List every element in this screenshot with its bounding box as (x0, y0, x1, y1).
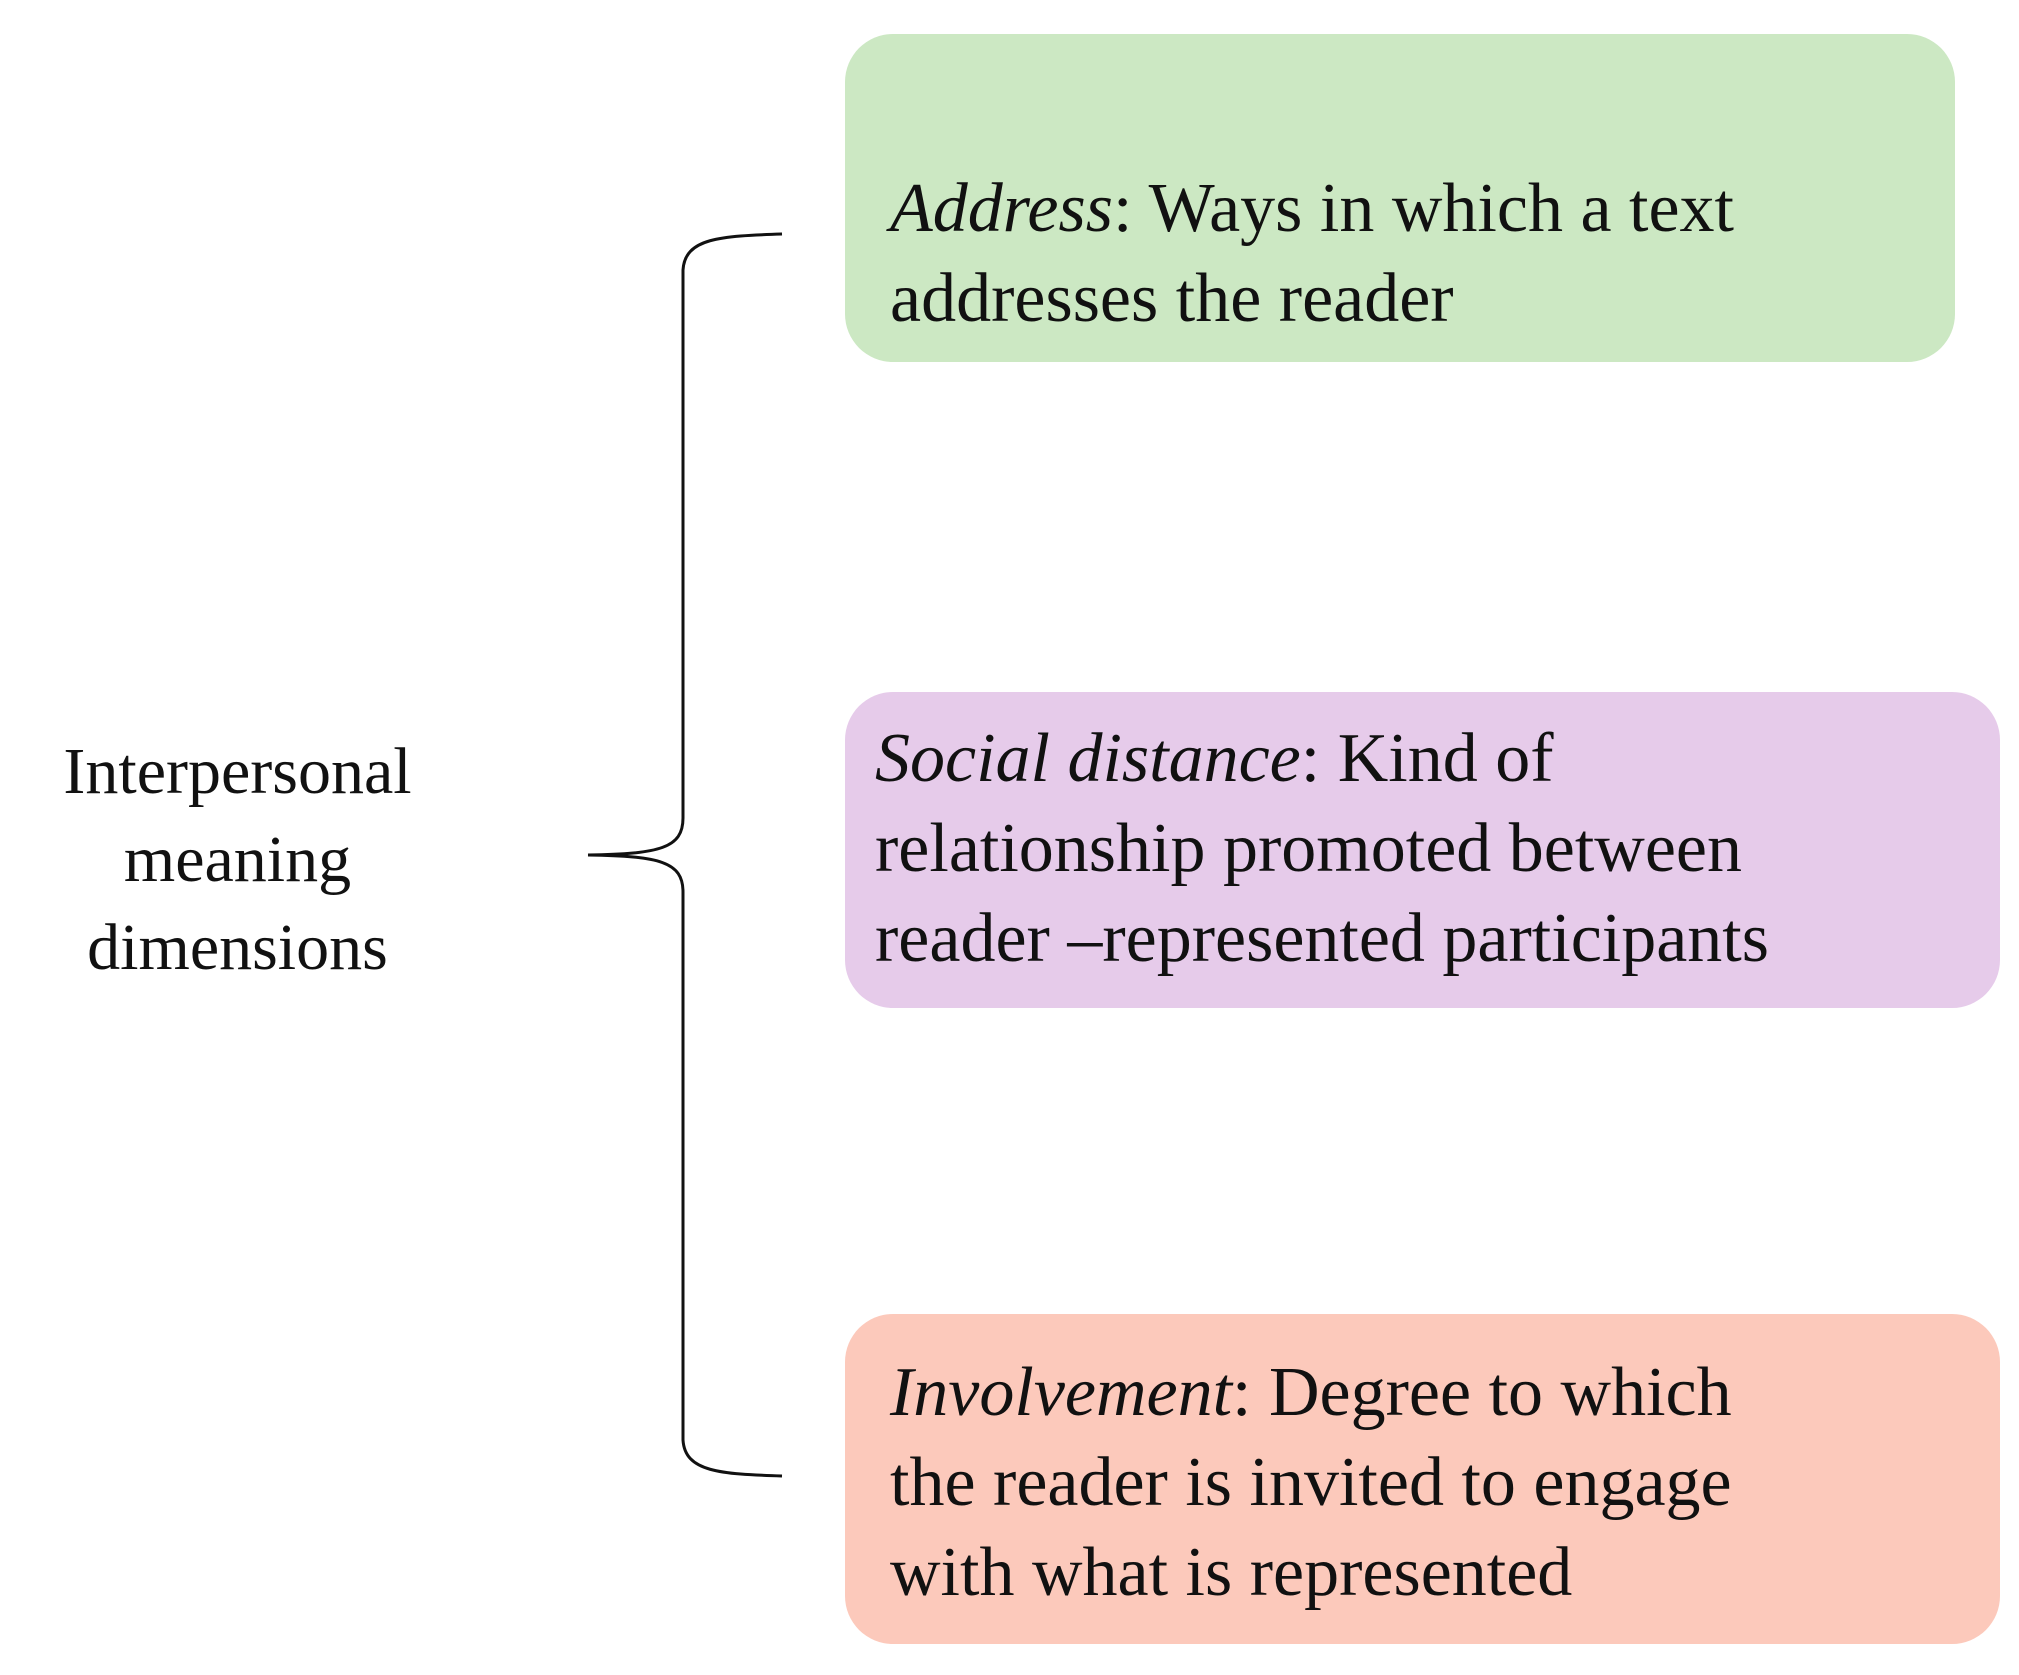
involvement-line: the reader is invited to engage (890, 1444, 1732, 1521)
involvement-first-rest: : Degree to which (1232, 1354, 1732, 1431)
address-box: Address: Ways in which a text addresses … (845, 34, 1955, 362)
address-term: Address (890, 170, 1113, 247)
involvement-first-line: Involvement: Degree to which (890, 1348, 1970, 1438)
involvement-line: with what is represented (890, 1534, 1573, 1611)
social-distance-first-line: Social distance: Kind of (875, 714, 1970, 804)
social-distance-term: Social distance (875, 720, 1301, 797)
address-first-rest: : Ways in which a text (1112, 170, 1734, 247)
social-distance-box: Social distance: Kind of relationship pr… (845, 692, 2000, 1008)
address-first-line: Address: Ways in which a text (890, 164, 1925, 254)
brace-path (587, 232, 783, 1478)
social-distance-first-rest: : Kind of (1300, 720, 1554, 797)
involvement-term: Involvement (890, 1354, 1233, 1431)
social-distance-line: relationship promoted between (875, 810, 1742, 887)
social-distance-line: reader –represented participants (875, 900, 1769, 977)
root-label-line: dimensions (87, 911, 388, 984)
address-line: addresses the reader (890, 260, 1454, 337)
root-label-line: Interpersonal (63, 735, 412, 808)
root-label: Interpersonal meaning dimensions (0, 728, 475, 992)
involvement-box: Involvement: Degree to which the reader … (845, 1314, 2000, 1644)
root-label-line: meaning (123, 823, 352, 896)
